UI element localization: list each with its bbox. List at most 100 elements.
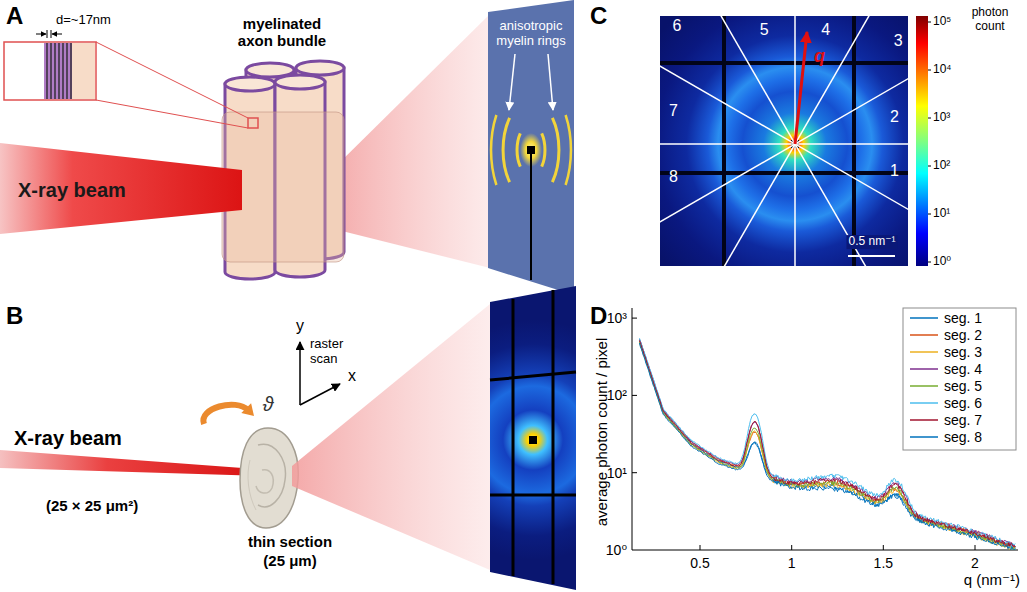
thin-section xyxy=(240,428,298,528)
tick-label: 10³ xyxy=(607,310,627,326)
q-vector xyxy=(795,32,807,144)
xray-beam xyxy=(0,143,242,234)
axis-label: y xyxy=(296,317,304,335)
q-vector xyxy=(795,32,807,144)
colorbar xyxy=(928,22,931,262)
legend-box xyxy=(903,308,1016,450)
axis-arrow xyxy=(300,384,340,405)
colorbar xyxy=(928,166,931,167)
myelin-inset xyxy=(58,43,59,99)
axon-cylinder xyxy=(225,77,275,91)
segment-number: 2 xyxy=(890,108,899,126)
myelin-inset xyxy=(50,43,51,99)
axis-label: q (nm⁻¹) xyxy=(964,571,1020,588)
rotation-arrow xyxy=(203,405,248,424)
beam-label: X-ray beam xyxy=(14,427,122,450)
detector-screen xyxy=(490,286,576,590)
detector-screen xyxy=(490,286,576,590)
segment-number: 3 xyxy=(894,32,903,50)
xray-beam xyxy=(0,450,268,476)
segment-line xyxy=(660,16,908,266)
plot-axis xyxy=(632,308,633,550)
segment-number: 8 xyxy=(669,167,678,185)
zoom-leader xyxy=(96,100,248,128)
legend-swatches xyxy=(910,318,938,437)
plot-axis xyxy=(632,308,1018,550)
myelin-ring-arc xyxy=(503,118,510,182)
myelin-inset xyxy=(54,43,55,99)
beam-label: X-ray beam xyxy=(18,179,126,202)
annotation: anisotropic myelin rings xyxy=(492,19,570,49)
detector-screen xyxy=(529,436,537,444)
panel-letter: B xyxy=(6,302,23,330)
axis-label: average photon count / pixel xyxy=(593,338,610,526)
zoom-leader xyxy=(96,42,258,128)
diffraction-image xyxy=(660,16,908,266)
tick-label: 1.5 xyxy=(874,555,893,571)
myelin-inset xyxy=(66,43,67,99)
detector-screen xyxy=(552,290,555,584)
myelin-ring-arc xyxy=(552,118,559,182)
colorbar xyxy=(916,16,931,266)
colorbar xyxy=(928,70,931,71)
colorbar xyxy=(928,22,931,23)
dimension-arrow xyxy=(52,34,62,35)
scatter-cone xyxy=(292,304,490,570)
xray-beam xyxy=(0,143,242,234)
myelin-ring-arc xyxy=(491,115,496,185)
scale-label: 0.5 nm⁻¹ xyxy=(846,235,897,249)
tick-label: 0.5 xyxy=(690,555,709,571)
detector-screen xyxy=(488,0,574,295)
dimension-label: (25 μm) xyxy=(263,552,316,569)
dimension-label: d=~17nm xyxy=(56,13,111,28)
legend-text: seg. 3 xyxy=(944,344,982,360)
tick-label: 1 xyxy=(788,555,796,571)
thin-section xyxy=(240,428,298,528)
plot-axis xyxy=(632,395,637,396)
detector-screen xyxy=(527,146,535,154)
plot-axis xyxy=(632,550,1018,551)
detector-screen xyxy=(512,299,515,576)
myelin-inset xyxy=(72,43,95,99)
legend-text: seg. 7 xyxy=(944,412,982,428)
detector-screen xyxy=(490,290,576,584)
legend-text: seg. 6 xyxy=(944,395,982,411)
axon-cylinder xyxy=(275,75,325,89)
annotation: raster scan xyxy=(310,337,370,367)
dimension-arrow xyxy=(47,30,48,38)
segment-number: 1 xyxy=(890,161,899,179)
dimension-arrow xyxy=(36,30,62,38)
segment-line xyxy=(660,16,908,266)
detector-screen xyxy=(488,0,574,295)
colorbar-tick: 10⁰ xyxy=(933,255,951,269)
scale-bar xyxy=(848,256,895,257)
axis-arrow xyxy=(299,342,301,405)
plot-axis xyxy=(791,545,792,550)
panel-letter: D xyxy=(590,302,607,330)
legend-swatch xyxy=(910,317,938,319)
diffraction-image xyxy=(660,16,908,266)
diffraction-image xyxy=(660,171,908,175)
colorbar-tick: 10⁴ xyxy=(933,63,952,77)
panel-letter: C xyxy=(590,2,607,30)
panel-letter: A xyxy=(6,2,23,30)
legend-text: seg. 1 xyxy=(944,310,982,326)
diffraction-image xyxy=(722,16,726,266)
dimension-arrow xyxy=(51,30,52,38)
myelin-inset xyxy=(44,43,72,99)
colorbar-tick: 10⁵ xyxy=(933,15,951,29)
thin-section xyxy=(248,460,256,510)
segment-number: 7 xyxy=(669,102,678,120)
legend-box xyxy=(903,308,1016,450)
zoom-leader xyxy=(96,42,248,118)
myelin-inset xyxy=(46,43,47,99)
structure-label: thin section xyxy=(248,533,332,550)
rotation-arrow xyxy=(203,403,254,424)
legend-text: seg. 8 xyxy=(944,429,982,445)
scatter-cone xyxy=(330,14,490,268)
legend-swatch xyxy=(910,368,938,370)
angle-label: ϑ xyxy=(263,393,274,416)
